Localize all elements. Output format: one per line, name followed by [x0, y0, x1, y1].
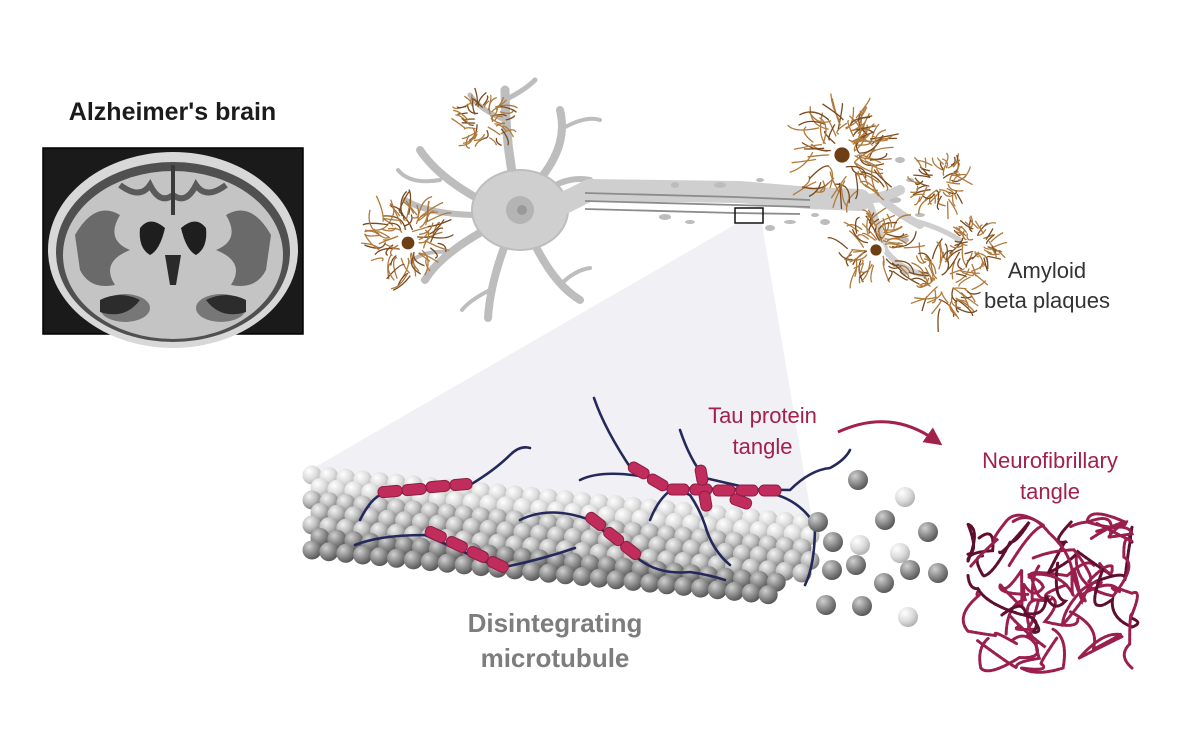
tubulin-sphere	[808, 512, 828, 532]
amyloid-plaques	[361, 87, 1008, 332]
brain-image-title: Alzheimer's brain	[68, 98, 277, 126]
amyloid-plaque	[451, 87, 518, 149]
free-tubulin-dimers	[808, 470, 948, 627]
neuron	[396, 77, 963, 322]
amyloid-plaque	[361, 189, 454, 291]
microtubule	[302, 465, 820, 605]
neurofibrillary-tangle-label: Neurofibrillary tangle	[955, 445, 1145, 507]
amyloid-plaques-label: Amyloid beta plaques	[962, 256, 1132, 316]
tubulin-sphere	[823, 532, 843, 552]
amyloid-plaque	[827, 207, 926, 289]
tau-tangle-label: Tau protein tangle	[680, 400, 845, 462]
tau-label-line2: tangle	[732, 434, 793, 459]
tubulin-sphere	[822, 560, 842, 580]
amyloid-plaque	[787, 93, 899, 213]
transform-arrow	[837, 420, 943, 446]
axon-zoom-box	[734, 207, 764, 224]
microtubule-label-line2: microtubule	[480, 643, 630, 673]
tubulin-sphere	[918, 522, 938, 542]
amyloid-plaque	[899, 238, 989, 332]
neurofibrillary-tangle-image	[961, 512, 1140, 674]
amyloid-label-line1: Amyloid	[1007, 258, 1087, 283]
tubulin-sphere	[874, 573, 894, 593]
tubulin-sphere	[900, 560, 920, 580]
microtubule-label-line1: Disintegrating	[467, 608, 643, 638]
microtubule-label: Disintegrating microtubule	[410, 606, 700, 676]
nft-label-line2: tangle	[1020, 479, 1080, 504]
tubulin-sphere	[928, 563, 948, 583]
tau-proteins	[353, 396, 852, 587]
tubulin-sphere	[898, 607, 918, 627]
tubulin-sphere	[890, 543, 910, 563]
tubulin-sphere	[850, 535, 870, 555]
nft-label-line1: Neurofibrillary	[982, 448, 1118, 473]
mri-brain-image	[42, 147, 304, 348]
tubulin-sphere	[852, 596, 872, 616]
tau-label-line1: Tau protein	[708, 403, 817, 428]
tubulin-sphere	[895, 487, 915, 507]
amyloid-label-line2: beta plaques	[984, 288, 1110, 313]
tubulin-sphere	[848, 470, 868, 490]
tubulin-sphere	[816, 595, 836, 615]
tubulin-sphere	[875, 510, 895, 530]
amyloid-plaque	[907, 152, 973, 220]
tubulin-sphere	[846, 555, 866, 575]
